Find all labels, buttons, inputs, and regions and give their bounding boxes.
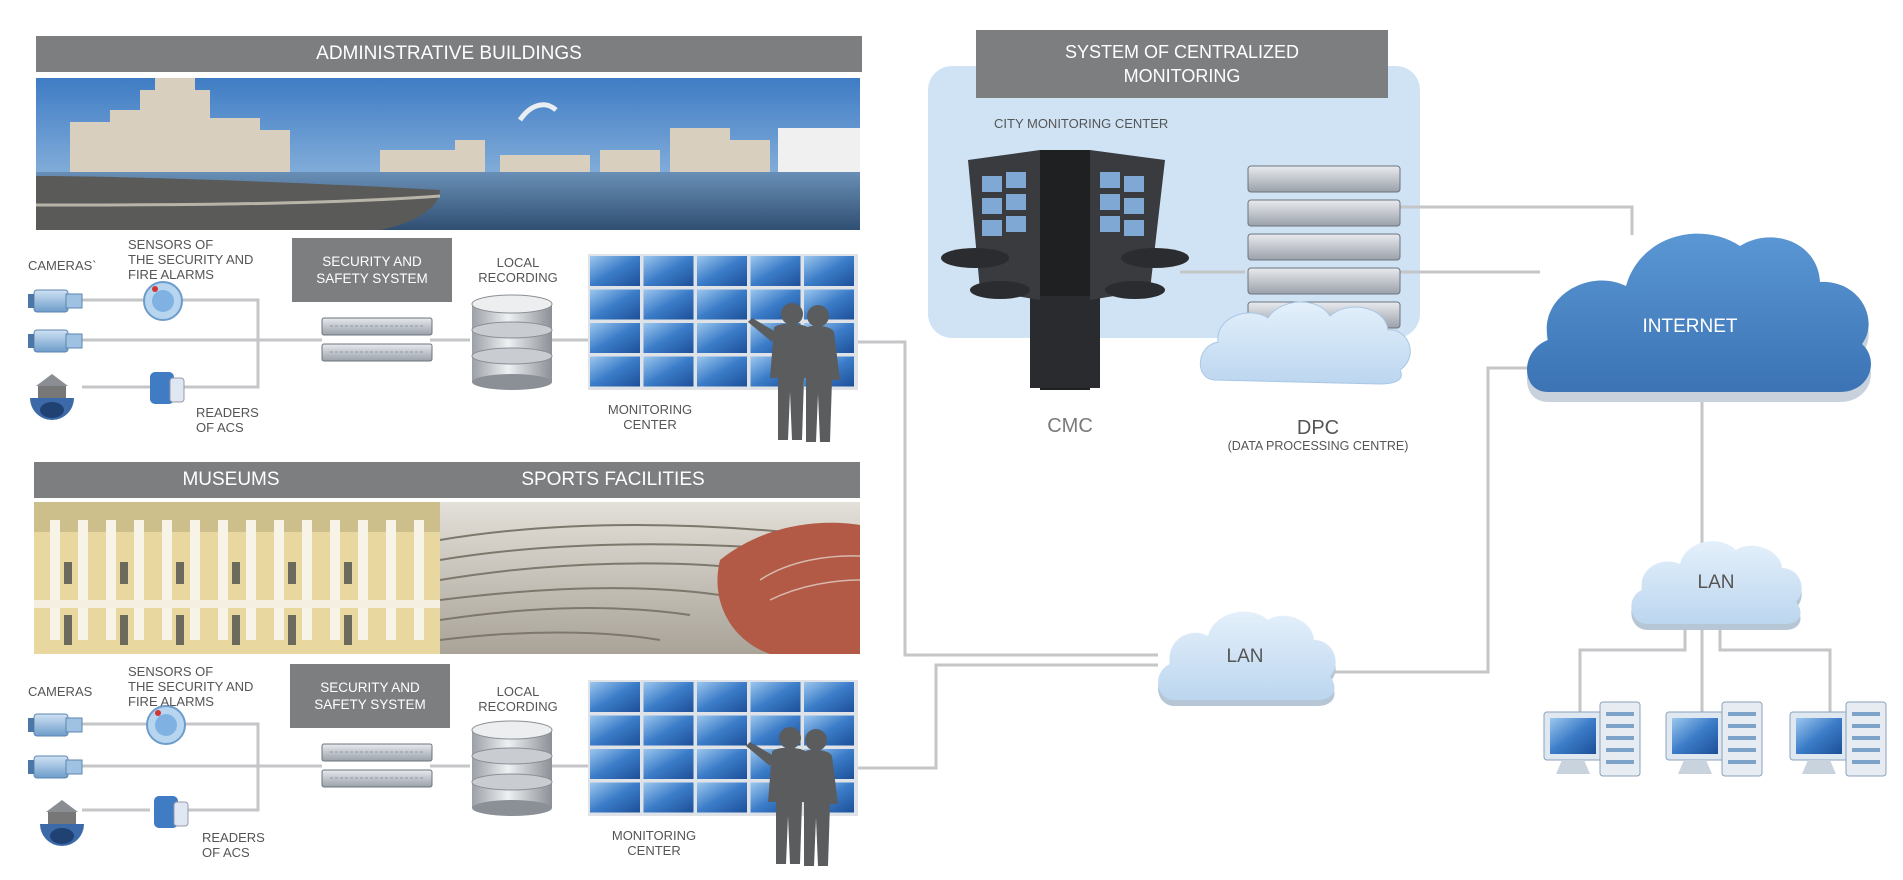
city-monitoring-label: CITY MONITORING CENTER <box>994 116 1169 131</box>
sports-title: SPORTS FACILITIES <box>521 469 705 490</box>
wall-screen <box>750 256 801 286</box>
wall-screen <box>750 682 801 712</box>
central-title: SYSTEM OF CENTRALIZED MONITORING <box>1064 42 1300 86</box>
workstation-3 <box>1789 701 1887 777</box>
internet-label: INTERNET <box>1642 316 1738 337</box>
admin-photo <box>35 78 860 230</box>
wall-screen <box>643 356 694 387</box>
server-admin <box>321 317 433 362</box>
sports-security-box: SECURITY AND SAFETY SYSTEM <box>290 664 450 728</box>
smoke-sensor-admin <box>143 281 183 321</box>
dpc-label: DPC <box>1296 417 1340 439</box>
admin-cameras-label: CAMERAS` <box>28 258 97 273</box>
connection-lines <box>82 205 1832 812</box>
wall-screen <box>697 682 747 712</box>
dpc-cloud <box>1199 301 1411 385</box>
wall-screen <box>590 289 640 320</box>
card-reader-sports <box>154 796 189 828</box>
workstation-1 <box>1543 701 1641 777</box>
wall-screen <box>590 356 640 387</box>
people-silhouettes-sports <box>746 727 838 866</box>
camera-admin-1 <box>28 289 83 313</box>
wall-screen <box>697 782 747 813</box>
lan-cloud-right-shape <box>1631 541 1802 630</box>
dome-camera-sports <box>40 800 84 846</box>
museums-sports-banner: MUSEUMS SPORTS FACILITIES <box>34 462 860 498</box>
cmc-console <box>941 150 1189 390</box>
card-reader-admin <box>150 372 185 404</box>
wall-screen <box>590 256 640 286</box>
wall-screen <box>590 782 640 813</box>
stadium-photo <box>439 502 861 654</box>
internet-cloud-shape <box>1527 233 1871 402</box>
server-sports <box>321 743 433 788</box>
museum-photo <box>34 502 440 654</box>
admin-security-label: SECURITY AND SAFETY SYSTEM <box>316 254 428 286</box>
smoke-sensor-sports <box>146 705 186 745</box>
lan-left-label: LAN <box>1226 646 1264 667</box>
sports-readers-label: READERS OF ACS <box>202 830 265 860</box>
wall-screen <box>643 289 694 320</box>
admin-monitoring-label: MONITORING CENTER <box>607 402 693 432</box>
wall-screen <box>590 749 640 779</box>
database-admin <box>471 294 553 390</box>
camera-sports-1 <box>28 713 83 737</box>
wall-screen <box>804 256 854 286</box>
wall-screen <box>697 289 747 320</box>
wall-screen <box>590 715 640 746</box>
admin-security-box: SECURITY AND SAFETY SYSTEM <box>292 238 452 302</box>
camera-sports-2 <box>28 755 83 779</box>
sports-recording-label: LOCAL RECORDING <box>478 684 558 714</box>
wall-screen <box>643 782 694 813</box>
wall-screen <box>643 682 694 712</box>
museums-title: MUSEUMS <box>182 469 280 490</box>
dome-camera-admin <box>30 374 74 420</box>
wall-screen <box>643 323 694 353</box>
sports-sensors-label: SENSORS OF THE SECURITY AND FIRE ALARMS <box>128 664 254 709</box>
lan-cloud-left-shape <box>1158 611 1336 706</box>
sports-monitoring-label: MONITORING CENTER <box>611 828 697 858</box>
wall-screen <box>697 323 747 353</box>
admin-readers-label: READERS OF ACS <box>196 405 259 435</box>
admin-recording-label: LOCAL RECORDING <box>478 255 558 285</box>
database-sports <box>471 720 553 816</box>
camera-admin-2 <box>28 329 83 353</box>
wall-screen <box>804 682 854 712</box>
sports-cameras-label: CAMERAS <box>28 684 93 699</box>
dpc-servers <box>1247 165 1401 329</box>
central-banner: SYSTEM OF CENTRALIZED MONITORING <box>976 30 1388 98</box>
dpc-full-label: (DATA PROCESSING CENTRE) <box>1227 439 1409 453</box>
workstation-2 <box>1665 701 1763 777</box>
admin-sensors-label: SENSORS OF THE SECURITY AND FIRE ALARMS <box>128 237 254 282</box>
wall-screen <box>643 715 694 746</box>
admin-banner: ADMINISTRATIVE BUILDINGS <box>36 36 862 72</box>
sports-security-label: SECURITY AND SAFETY SYSTEM <box>314 680 426 712</box>
wall-screen <box>590 323 640 353</box>
wall-screen <box>697 749 747 779</box>
wall-screen <box>697 256 747 286</box>
lan-right-label: LAN <box>1697 572 1735 593</box>
cmc-label: CMC <box>1047 415 1093 437</box>
wall-screen <box>697 356 747 387</box>
wall-screen <box>590 682 640 712</box>
wall-screen <box>643 749 694 779</box>
people-silhouettes-admin <box>748 303 840 442</box>
wall-screen <box>643 256 694 286</box>
wall-screen <box>697 715 747 746</box>
admin-title: ADMINISTRATIVE BUILDINGS <box>316 43 582 64</box>
